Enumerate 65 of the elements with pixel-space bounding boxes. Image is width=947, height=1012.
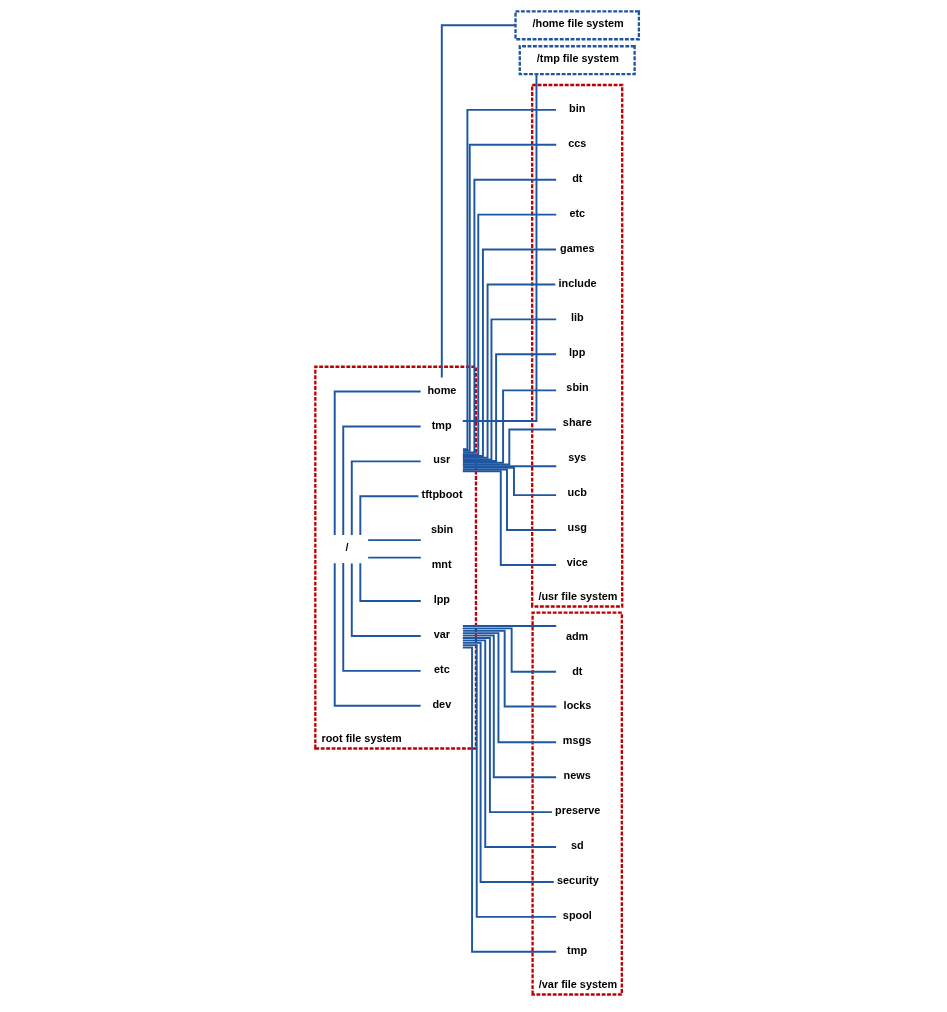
node-text: usg	[567, 520, 587, 533]
connector	[461, 627, 557, 673]
node-box: /tmp file system	[518, 45, 636, 76]
connector	[341, 562, 422, 672]
connector	[461, 637, 553, 814]
node-text: tftpboot	[421, 488, 463, 501]
node-text: spool	[562, 908, 592, 921]
connector	[461, 428, 557, 466]
node-text: tmp	[566, 943, 587, 956]
node-text: vice	[566, 555, 588, 568]
node-text: etc	[433, 662, 450, 675]
node-text: share	[562, 416, 592, 429]
node-text: games	[559, 241, 595, 254]
node-text: bin	[568, 101, 585, 114]
connector	[461, 641, 555, 883]
node-text: dt	[571, 171, 582, 184]
connector	[350, 460, 422, 536]
node-text: sbin	[430, 523, 453, 536]
node-text: var	[433, 628, 450, 641]
connector	[461, 634, 557, 779]
node-text: locks	[563, 699, 591, 712]
node-text: include	[558, 276, 597, 289]
node-text: etc	[568, 206, 585, 219]
connector	[461, 629, 557, 708]
node-text: news	[563, 769, 591, 782]
connector	[341, 425, 422, 536]
node-text: sys	[567, 451, 586, 464]
connector	[461, 466, 557, 497]
connector	[461, 639, 557, 848]
connector	[440, 24, 516, 379]
node-text: tmp	[431, 418, 452, 431]
node-text: lpp	[568, 346, 585, 359]
node-text: /	[345, 541, 349, 554]
node-text: home	[426, 383, 456, 396]
connector	[461, 625, 557, 627]
connector	[461, 283, 556, 459]
connector	[461, 468, 557, 532]
connector	[461, 465, 557, 468]
connector	[366, 556, 422, 559]
node-text: dev	[431, 697, 451, 710]
node-box: /home file system	[513, 10, 640, 41]
node-text: sbin	[565, 381, 589, 394]
connector	[366, 539, 422, 542]
node-text: ccs	[567, 136, 586, 149]
connector	[461, 318, 557, 461]
node-text: lpp	[433, 593, 450, 606]
node-text: msgs	[562, 734, 591, 747]
connector	[461, 632, 557, 744]
node-text: lib	[570, 311, 584, 324]
connector	[461, 470, 557, 566]
node-text: dt	[571, 664, 582, 677]
connector	[461, 353, 557, 463]
connector	[358, 562, 422, 603]
connector	[333, 562, 422, 707]
node-text: mnt	[431, 558, 452, 571]
connector	[358, 495, 419, 536]
node-text: usr	[432, 453, 450, 466]
node-text: security	[556, 874, 599, 887]
node-text: preserve	[554, 804, 600, 817]
node-text: adm	[565, 629, 588, 642]
node-text: ucb	[567, 486, 587, 499]
connector	[333, 390, 422, 537]
node-text: sd	[570, 839, 584, 852]
connector	[350, 562, 422, 637]
connector	[461, 389, 557, 464]
